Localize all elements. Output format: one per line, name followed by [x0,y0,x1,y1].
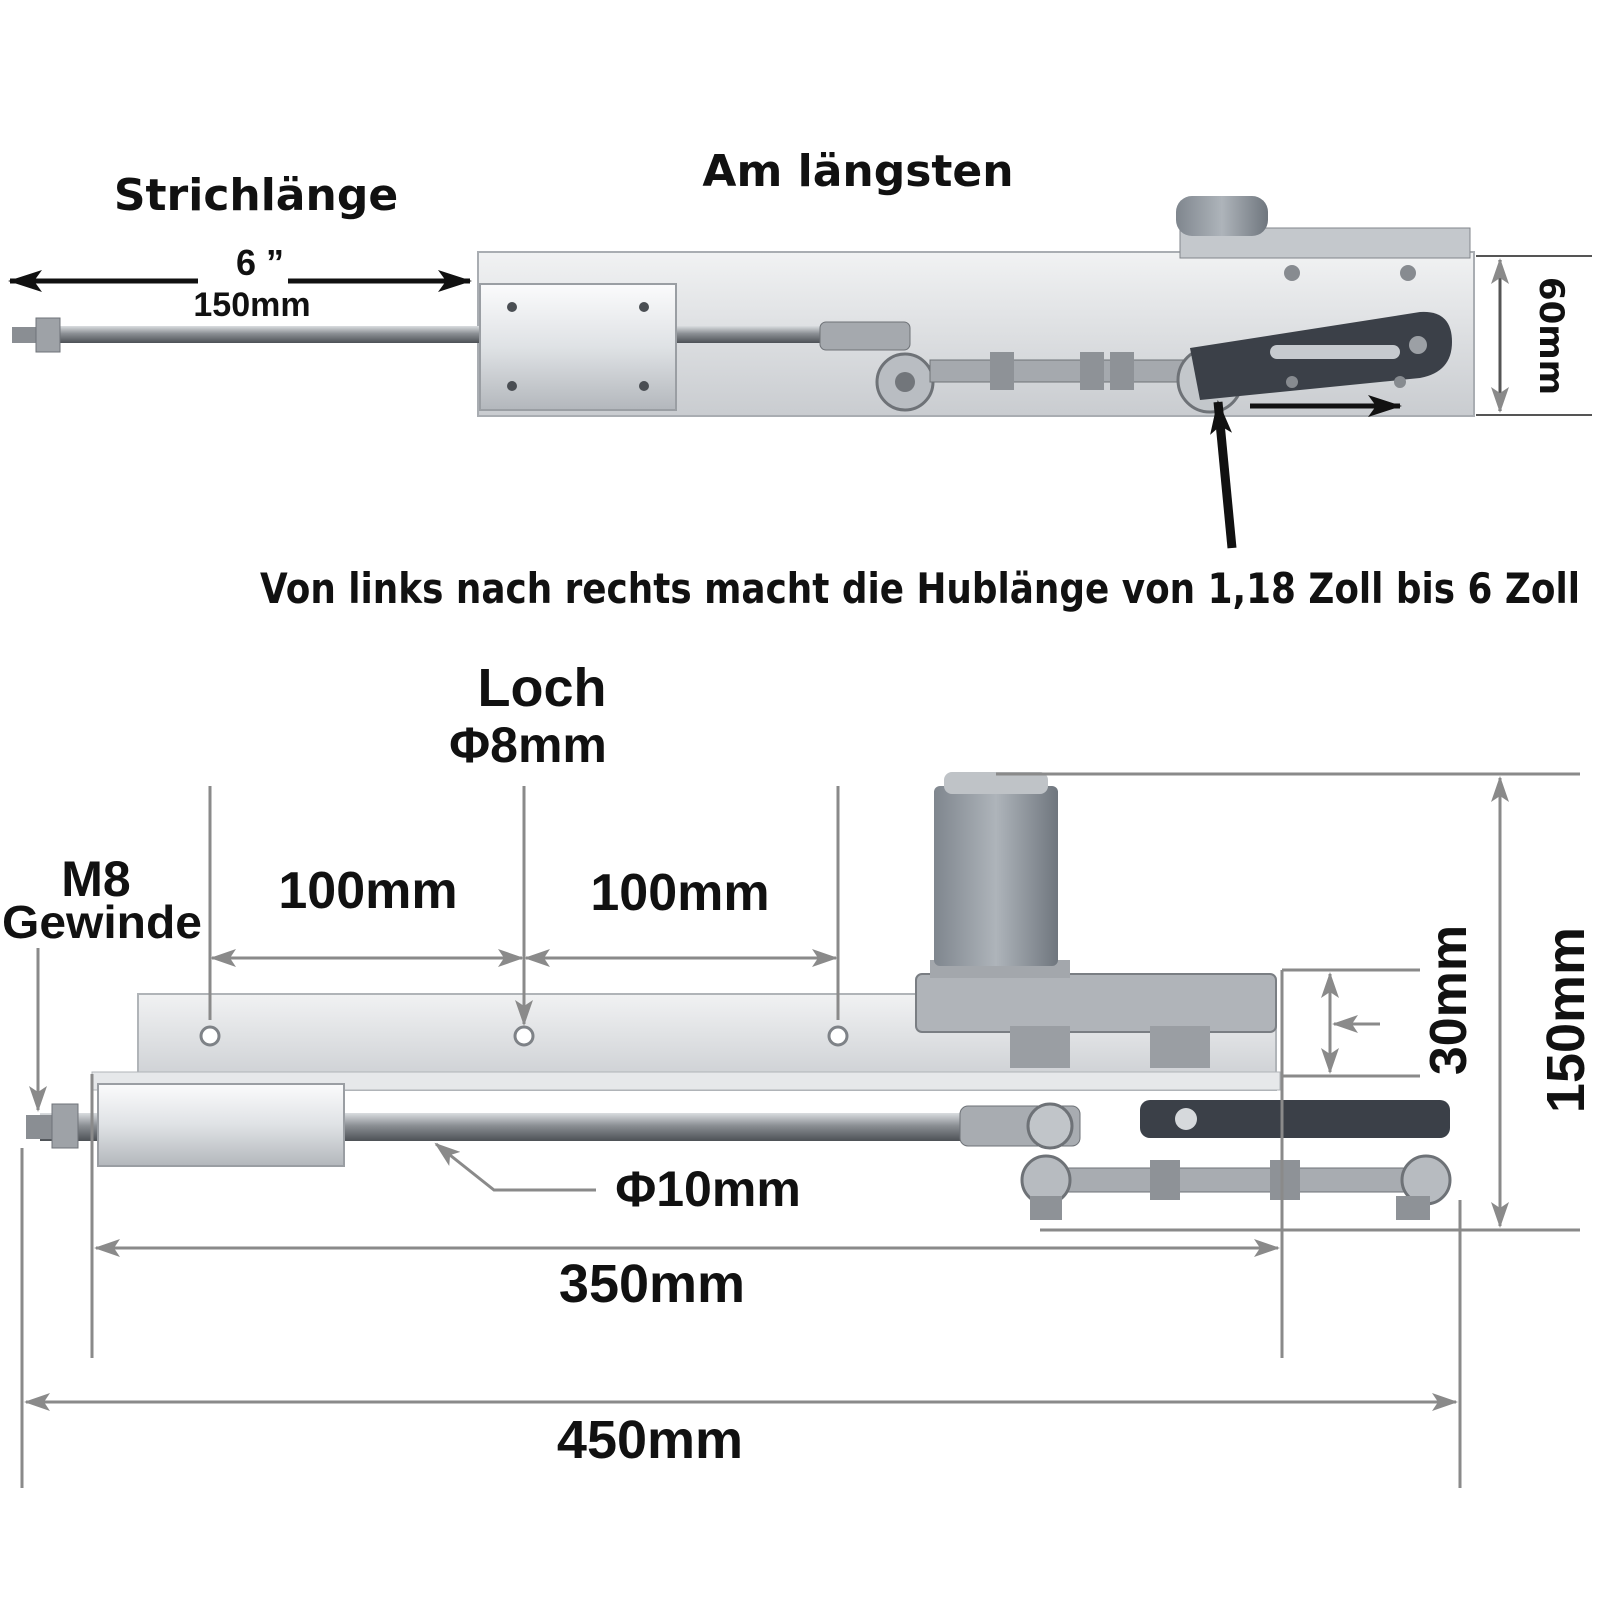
rod-diameter-leader [434,1142,596,1192]
top-plate-screw [1284,265,1300,281]
top-nut [35,317,61,353]
mount-hole [199,1025,221,1047]
stroke-inches: 6 ” [236,242,284,283]
top-plate-screw [1400,265,1416,281]
top-motor-body [1176,196,1268,236]
bottom-link-nut [1150,1160,1180,1200]
top-plate-screw [1394,376,1406,388]
mount-hole [827,1025,849,1047]
stroke-label: Strichlänge [114,170,398,221]
thread-gewinde: Gewinde [2,896,202,948]
top-block-screw [507,302,517,312]
bottom-link-rod [1029,1167,1447,1193]
top-crank-pivot [1409,336,1427,354]
bottom-nut [51,1103,79,1149]
bottom-crank-arm [1140,1100,1450,1138]
hole-label: Loch [478,658,607,718]
height-30-label: 30mm [1420,925,1478,1075]
bottom-motor-gearbox [915,973,1277,1033]
top-plate-screw [1286,376,1298,388]
bottom-guide-block [97,1083,345,1167]
bottom-link-nut [1270,1160,1300,1200]
height-150-label: 150mm [1536,927,1596,1113]
stroke-mm: 150mm [193,286,310,324]
spacing-label-2: 100mm [590,864,769,922]
top-title: Am längsten [702,146,1013,197]
top-actuator-photo [12,196,1475,417]
top-block-screw [639,302,649,312]
top-joint-left-bolt [895,372,915,392]
top-link-nut [1080,352,1104,390]
bottom-crank-screw [1175,1108,1197,1130]
bottom-joint [1026,1102,1074,1150]
mount-hole [513,1025,535,1047]
bottom-motor-body [934,786,1058,966]
spacing-label-1: 100mm [278,862,457,920]
bottom-gear-post [1010,1026,1070,1068]
height-60-label: 60mm [1531,277,1571,395]
bottom-motor-cap [944,772,1048,794]
top-rod-end [819,321,911,351]
pointer-arrow [1210,400,1237,549]
top-piston-rod [50,326,840,343]
bottom-link-bolt [1396,1196,1430,1220]
top-caption: Von links nach rechts macht die Hublänge… [260,564,1580,613]
bottom-thread-tip [26,1115,56,1139]
top-block-screw [507,381,517,391]
bottom-link-bolt [1030,1196,1062,1220]
length-350-label: 350mm [559,1254,745,1314]
bottom-gear-post [1150,1026,1210,1068]
top-block-screw [639,381,649,391]
length-450-label: 450mm [557,1410,743,1470]
thread-m8: M8 [61,851,130,907]
rod-diameter-label: Φ10mm [615,1161,801,1217]
bottom-actuator-photo [26,772,1452,1220]
top-link-rod [929,359,1191,383]
top-link-nut [990,352,1014,390]
top-crank-slot [1270,345,1400,359]
hole-diameter: Φ8mm [449,717,607,773]
top-link-nut [1110,352,1134,390]
